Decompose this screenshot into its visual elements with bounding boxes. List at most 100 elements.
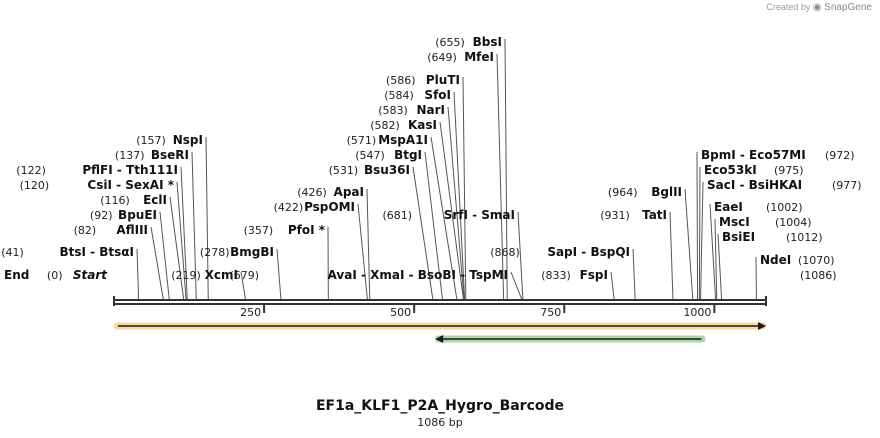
site-csii[interactable]: CsiI - SexAI *(120)	[20, 178, 175, 192]
site-mfei[interactable]: MfeI(649)	[427, 50, 494, 64]
site-name: FspI	[580, 268, 608, 282]
ruler-tick-label-1000: 1000	[683, 306, 711, 319]
site-eaei[interactable]: EaeI(1002)	[714, 200, 803, 214]
site-tati[interactable]: TatI(931)	[600, 208, 667, 222]
site-xcmi[interactable]: XcmI(219)	[171, 268, 238, 282]
site-eco53ki[interactable]: Eco53kI(975)	[704, 163, 804, 177]
site-ndei[interactable]: NdeI(1070)	[760, 253, 835, 267]
site-bpmi[interactable]: BpmI - Eco57MI(972)	[701, 148, 855, 162]
site-msci[interactable]: MscI (1004)	[719, 215, 812, 229]
site-saci[interactable]: SacI - BsiHKAI(977)	[707, 178, 862, 192]
backbone-end-cap	[765, 296, 767, 306]
site-name: Bsu36I	[364, 163, 410, 177]
site-position: (120)	[20, 179, 50, 192]
site-bmgbi[interactable]: BmgBI(278)	[200, 245, 274, 259]
site-start[interactable]: Start(0)	[47, 268, 108, 282]
site-pflfi[interactable]: PflFI - Tth111I(122)	[16, 163, 178, 177]
site-name: MspA1I	[378, 133, 428, 147]
site-position: (219)	[171, 269, 201, 282]
site-sapi[interactable]: SapI - BspQI (868)	[490, 245, 630, 259]
site-name: TatI	[642, 208, 667, 222]
site-name: EaeI	[714, 200, 743, 214]
site-leader-line	[447, 106, 465, 300]
arrowhead-left-icon	[435, 335, 444, 343]
site-labels: Start(0) BtsI - BtsαI(41) AflIII (82) BpuEI(…	[1, 35, 861, 282]
site-afliii[interactable]: AflIII (82)	[74, 223, 148, 237]
site-fspi[interactable]: FspI(833)	[541, 268, 608, 282]
site-name: NdeI	[760, 253, 791, 267]
site-sfoi[interactable]: SfoI (584)	[384, 88, 451, 102]
site-position: (82)	[74, 224, 97, 237]
site-srfi[interactable]: SrfI - SmaI (681)	[383, 208, 515, 222]
site-leader-line	[191, 151, 197, 300]
ruler-tick-label-250: 250	[240, 306, 261, 319]
site-position: (975)	[774, 164, 804, 177]
site-position: (41)	[1, 246, 24, 259]
site-leader-line	[517, 211, 524, 300]
site-position: (571)	[347, 134, 377, 147]
site-name: BtgI	[394, 148, 422, 162]
site-position: (679)	[230, 269, 260, 282]
site-bbsi[interactable]: BbsI(655)	[435, 35, 502, 49]
site-leader-line	[632, 248, 636, 300]
site-nari[interactable]: NarI(583)	[378, 103, 445, 117]
site-apai[interactable]: ApaI(426)	[297, 185, 364, 199]
site-bpuei[interactable]: BpuEI(92)	[90, 208, 157, 222]
site-leader-line	[496, 53, 505, 300]
site-leader-line	[412, 166, 434, 300]
site-position: (868)	[490, 246, 520, 259]
site-ecli[interactable]: EclI(116)	[100, 193, 167, 207]
site-position: (1004)	[775, 216, 812, 229]
site-position: (681)	[383, 209, 413, 222]
site-position: (278)	[200, 246, 230, 259]
ruler-tick-1000	[713, 305, 716, 313]
site-leader-line	[430, 136, 458, 300]
site-leader-line	[510, 271, 523, 300]
site-pfoi[interactable]: PfoI *(357)	[244, 223, 326, 237]
snapgene-logo-icon: ◉	[812, 2, 822, 13]
site-position: (586)	[386, 74, 416, 87]
site-position: (1012)	[786, 231, 823, 244]
site-leader-line	[709, 203, 717, 300]
feature-arrow-1[interactable]	[114, 322, 766, 330]
site-name: PflFI - Tth111I	[82, 163, 178, 177]
site-btgi[interactable]: BtgI(547)	[355, 148, 422, 162]
site-name: AvaI - XmaI - BsoBI - TspMI	[328, 268, 508, 282]
site-leader-line	[169, 196, 185, 300]
site-mspa1i[interactable]: MspA1I(571)	[347, 133, 428, 147]
site-name: SfoI	[424, 88, 451, 102]
site-name: MscI	[719, 215, 750, 229]
site-leader-line	[366, 188, 371, 300]
site-end[interactable]: End(1086)	[4, 268, 837, 282]
site-bseri[interactable]: BseRI(137)	[115, 148, 189, 162]
site-btsi[interactable]: BtsI - BtsαI(41)	[1, 245, 134, 259]
site-bsu36i[interactable]: Bsu36I(531)	[329, 163, 410, 177]
site-position: (584)	[384, 89, 414, 102]
site-position: (422)	[274, 201, 304, 214]
site-avai[interactable]: AvaI - XmaI - BsoBI - TspMI (679)	[230, 268, 508, 282]
site-name: NspI	[173, 133, 203, 147]
site-name: SrfI - SmaI	[444, 208, 515, 222]
site-leader-line	[205, 136, 209, 300]
site-nspi[interactable]: NspI (157)	[136, 133, 203, 147]
site-position: (964)	[608, 186, 638, 199]
site-leader-line	[504, 38, 508, 300]
site-pspomi[interactable]: PspOMI(422)	[274, 200, 355, 214]
site-bsiei[interactable]: BsiEI(1012)	[722, 230, 823, 244]
site-leader-line	[684, 188, 694, 300]
site-name: PfoI *	[288, 223, 326, 237]
site-pluti[interactable]: PluTI(586)	[386, 73, 460, 87]
site-position: (1086)	[800, 269, 837, 282]
site-kasi[interactable]: KasI(582)	[370, 118, 437, 132]
feature-arrow-2[interactable]	[435, 335, 706, 343]
site-position: (157)	[136, 134, 166, 147]
site-name: SapI - BspQI	[547, 245, 630, 259]
ruler-tick-500	[413, 305, 416, 313]
site-name: AflIII	[116, 223, 148, 237]
site-leader-line	[240, 271, 246, 300]
site-name: KasI	[408, 118, 437, 132]
watermark-brand: SnapGene	[824, 2, 872, 13]
site-bglii[interactable]: BglII(964)	[608, 185, 682, 199]
